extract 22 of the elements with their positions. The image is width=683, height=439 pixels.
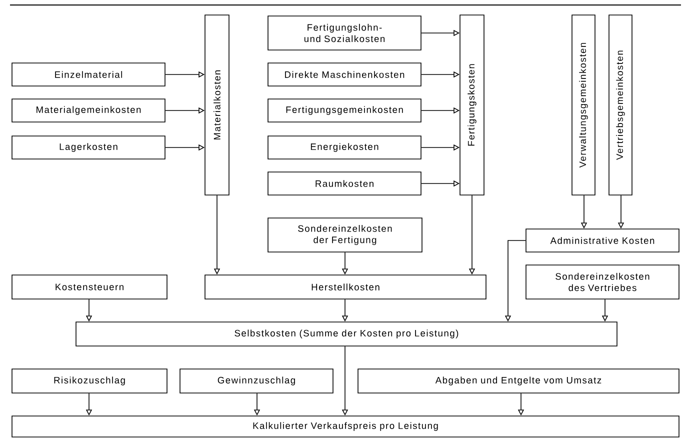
vertical-box: Fertigungskosten <box>460 14 484 196</box>
box: Fertigungsgemeinkosten <box>268 98 422 122</box>
box: Abgaben und Entgelte vom Umsatz <box>358 368 680 394</box>
box: Raumkosten <box>268 172 422 196</box>
box: Materialgemeinkosten <box>12 98 166 122</box>
box: Sondereinzelkosten des Vertriebes <box>526 264 680 300</box>
box: Kalkulierter Verkaufspreis pro Leistung <box>12 416 680 438</box>
box: Energiekosten <box>268 136 422 160</box>
box: Kostensteuern <box>12 274 168 300</box>
box: Fertigungslohn- und Sozialkosten <box>268 16 422 50</box>
vertical-box: Vertriebsgemeinkosten <box>608 14 632 196</box>
vertical-box: Verwaltungsgemeinkosten <box>572 14 596 196</box>
box: Gewinnzuschlag <box>180 368 334 394</box>
box: Administrative Kosten <box>526 228 680 252</box>
vertical-box: Materialkosten <box>204 14 230 196</box>
box: Risikozuschlag <box>12 368 168 394</box>
box: Herstellkosten <box>204 274 486 300</box>
box: Lagerkosten <box>12 136 166 160</box>
box: Direkte Maschinenkosten <box>268 62 422 86</box>
box: Selbstkosten (Summe der Kosten pro Leistung) <box>76 322 618 346</box>
box: Sondereinzelkosten der Fertigung <box>268 218 422 252</box>
box: Einzelmaterial <box>12 62 166 86</box>
